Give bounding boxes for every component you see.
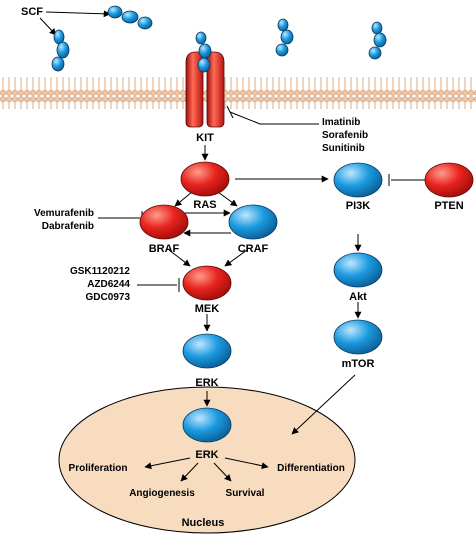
outcome-survival: Survival xyxy=(226,488,265,499)
ras-label: RAS xyxy=(193,199,216,211)
craf-to-mek-arrow xyxy=(224,249,248,267)
drug-dabrafenib: Dabrafenib xyxy=(42,221,94,232)
outcome-proliferation: Proliferation xyxy=(69,463,128,474)
nucleus xyxy=(58,386,356,534)
drug-vemurafenib: Vemurafenib xyxy=(34,208,94,219)
kit-receptor xyxy=(185,51,225,128)
drug-sorafenib: Sorafenib xyxy=(322,130,368,141)
erk-protein-nucleus xyxy=(182,407,232,443)
erk-to-proliferation-arrow xyxy=(144,457,191,470)
outcome-differentiation: Differentiation xyxy=(277,463,345,474)
craf-label: CRAF xyxy=(238,243,269,255)
ras-to-braf-arrow xyxy=(174,191,193,207)
pi3k-protein xyxy=(333,162,383,198)
scf-ligand xyxy=(368,21,387,60)
scf-ligand-bound xyxy=(195,31,212,73)
pten-protein xyxy=(424,162,474,198)
erk-to-angiogenesis-arrow xyxy=(180,462,199,482)
pten-label: PTEN xyxy=(434,200,463,212)
erk-label-cytoplasm: ERK xyxy=(195,377,218,389)
nucleus-label: Nucleus xyxy=(182,517,225,529)
kit-label: KIT xyxy=(196,132,214,144)
mtor-protein xyxy=(333,319,383,355)
scf-down-arrow xyxy=(39,17,57,36)
scf-ligand xyxy=(51,29,70,72)
braf-protein xyxy=(139,204,189,240)
outcome-angiogenesis: Angiogenesis xyxy=(129,488,195,499)
drug-azd6244: AZD6244 xyxy=(87,279,130,290)
mtor-to-nucleus-arrow xyxy=(291,374,356,435)
drug-sunitinib: Sunitinib xyxy=(322,143,365,154)
erk-to-differentiation-arrow xyxy=(224,457,269,470)
mtor-label: mTOR xyxy=(342,358,375,370)
mek-label: MEK xyxy=(195,303,220,315)
akt-label: Akt xyxy=(349,291,367,303)
akt-protein xyxy=(333,252,383,288)
erk-protein-cytoplasm xyxy=(182,333,232,369)
drug-imatinib: Imatinib xyxy=(322,117,360,128)
craf-protein xyxy=(228,204,278,240)
ras-to-craf-arrow xyxy=(217,191,238,207)
braf-label: BRAF xyxy=(149,243,180,255)
scf-ligand xyxy=(107,5,153,30)
mek-protein xyxy=(182,265,232,301)
erk-label-nucleus: ERK xyxy=(195,449,218,461)
pi3k-label: PI3K xyxy=(346,200,371,212)
cell-membrane xyxy=(0,77,476,109)
scf-ligand xyxy=(275,18,294,57)
scf-to-ligand-arrow xyxy=(45,10,111,18)
erk-to-survival-arrow xyxy=(213,462,232,482)
braf-to-mek-arrow xyxy=(168,249,191,267)
scf-label: SCF xyxy=(21,6,43,18)
drug-gdc0973: GDC0973 xyxy=(86,292,131,303)
kit-inhibition-line xyxy=(229,111,319,125)
ras-protein xyxy=(180,161,230,197)
drug-gsk1120212: GSK1120212 xyxy=(70,266,130,277)
kit-inhibition-bar xyxy=(226,105,234,119)
